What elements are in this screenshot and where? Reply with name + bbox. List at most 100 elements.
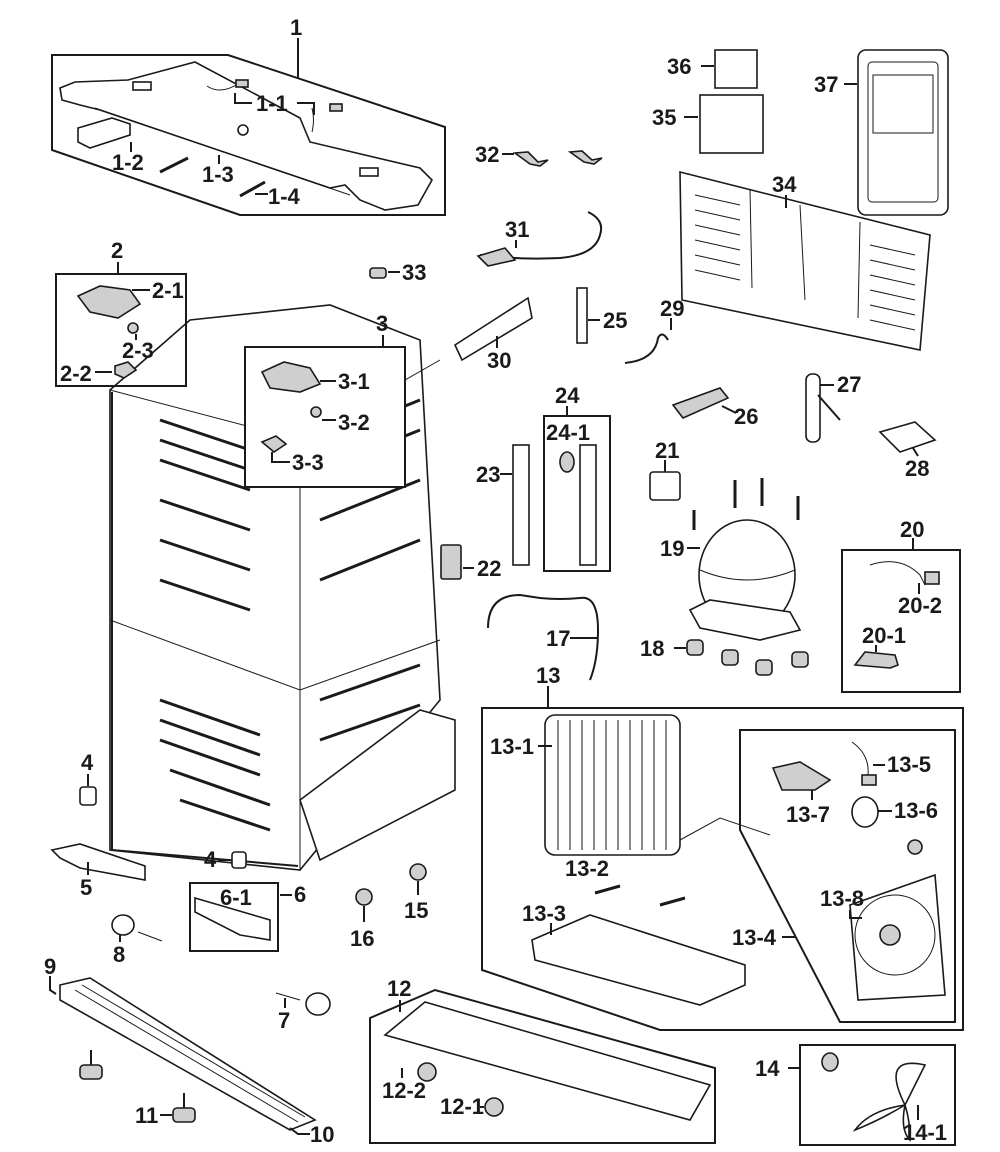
- part-group-12: 12 12-2 12-1: [369, 976, 716, 1144]
- spring-15: [409, 863, 427, 881]
- vent-slots: [694, 194, 916, 331]
- callout-17: 17: [546, 626, 570, 651]
- water-tubes: 23 24 24-1: [476, 383, 611, 572]
- callout-13-8: 13-8: [820, 886, 864, 911]
- spring-16: [355, 888, 373, 906]
- callout-37: 37: [814, 72, 838, 97]
- bushing-3-2: [310, 406, 322, 418]
- fan-center: [879, 924, 901, 946]
- callout-24: 24: [555, 383, 580, 408]
- spring-14: [821, 1052, 839, 1072]
- callout-9: 9: [44, 954, 56, 979]
- callout-13-4: 13-4: [732, 925, 777, 950]
- group-24-frame: [543, 415, 611, 572]
- o-ring-24-1: [559, 451, 575, 473]
- group-1-frame: [51, 54, 446, 216]
- misc-parts: 25 30 29 26 27 28 31: [453, 211, 937, 481]
- callout-3-3: 3-3: [292, 450, 324, 475]
- bracket-13-7: [771, 761, 832, 791]
- wire-harness-1-1: [206, 83, 314, 133]
- tube-23: [512, 444, 530, 566]
- callout-23: 23: [476, 462, 500, 487]
- screw-1-3: [159, 156, 189, 174]
- callout-15: 15: [404, 898, 428, 923]
- heater-13-2: [594, 884, 621, 895]
- top-cover-slot: [132, 81, 152, 91]
- callout-12: 12: [387, 976, 411, 1001]
- roller-7: [305, 992, 331, 1016]
- callout-12-2: 12-2: [382, 1078, 426, 1103]
- part-26: [671, 387, 730, 419]
- hinge-6: [194, 896, 271, 941]
- part-28: [878, 421, 937, 453]
- callout-10: 10: [310, 1122, 334, 1147]
- group-13-frame: [481, 707, 964, 1031]
- callout-13-5: 13-5: [887, 752, 931, 777]
- pcb-36: [714, 49, 758, 89]
- callout-11: 11: [135, 1103, 158, 1128]
- callout-20-2: 20-2: [898, 593, 942, 618]
- leveler-foot-11: [172, 1107, 196, 1123]
- capillary-tube-17: [487, 593, 600, 681]
- callout-26: 26: [734, 404, 758, 429]
- clip-32b: [567, 150, 603, 165]
- group-12-frame: [369, 988, 716, 1144]
- fan-motor-13-6: [851, 796, 879, 828]
- group-2-frame: [55, 273, 187, 387]
- callout-36: 36: [667, 54, 691, 79]
- callout-8: 8: [113, 942, 125, 967]
- callout-2: 2: [111, 238, 123, 263]
- hinge-plate-2-1: [76, 285, 142, 319]
- callout-18: 18: [640, 636, 664, 661]
- callout-32: 32: [475, 142, 499, 167]
- plate-2-2: [114, 361, 138, 379]
- relay-21: [649, 471, 681, 501]
- callout-25: 25: [603, 308, 627, 333]
- evaporator-coils: [557, 720, 667, 850]
- connector-icon: [235, 79, 249, 88]
- roller-8: [111, 914, 135, 936]
- part-group-3: 3 3-1 3-2 3-3: [244, 311, 406, 488]
- compressor-base: [688, 599, 802, 641]
- callout-31: 31: [505, 217, 529, 242]
- springs-15-16: 15 16: [350, 863, 428, 951]
- callout-33: 33: [402, 260, 426, 285]
- screw-1-4: [239, 180, 266, 198]
- clip-32: [512, 151, 549, 167]
- callout-29: 29: [660, 296, 684, 321]
- part-22: [440, 544, 462, 580]
- callout-1-4: 1-4: [268, 184, 301, 209]
- part-group-2: 2 2-1 2-3 2-2: [55, 238, 187, 387]
- fan-blade-14-1: [852, 1062, 927, 1142]
- leveler-foot: [79, 1064, 103, 1080]
- back-cover-34: [679, 170, 931, 351]
- drain-tray-13-3: [531, 914, 746, 1006]
- part-group-13: 13 13-1 13-2 13-3 13-4 13-7 13-5 13-6: [481, 663, 964, 1031]
- callout-6-1: 6-1: [220, 885, 252, 910]
- callout-7: 7: [278, 1008, 290, 1033]
- callout-20-1: 20-1: [862, 623, 906, 648]
- group-13-4-frame: [739, 729, 956, 1023]
- callout-13: 13: [536, 663, 560, 688]
- heater-13-2b: [659, 896, 686, 907]
- pcb-35: [699, 94, 764, 154]
- cap-4: [79, 786, 97, 806]
- top-cover-hole: [237, 124, 249, 136]
- callout-2-3: 2-3: [122, 338, 154, 363]
- callout-4b: 4: [204, 847, 217, 872]
- connector-icon: [329, 103, 343, 112]
- back-panels: 34 35 36 37: [652, 49, 949, 351]
- sensor-29: [624, 333, 669, 364]
- fan-hub: [907, 839, 923, 855]
- callout-34: 34: [772, 172, 797, 197]
- top-cover-slot: [359, 167, 379, 177]
- callout-3-2: 3-2: [338, 410, 370, 435]
- plate-3-3: [260, 435, 288, 453]
- callout-24-1: 24-1: [546, 420, 590, 445]
- callout-6: 6: [294, 882, 306, 907]
- callout-14-1: 14-1: [903, 1120, 947, 1145]
- roller-12-1: [484, 1097, 504, 1117]
- top-cover-part: [59, 61, 433, 211]
- bracket-30: [453, 296, 533, 362]
